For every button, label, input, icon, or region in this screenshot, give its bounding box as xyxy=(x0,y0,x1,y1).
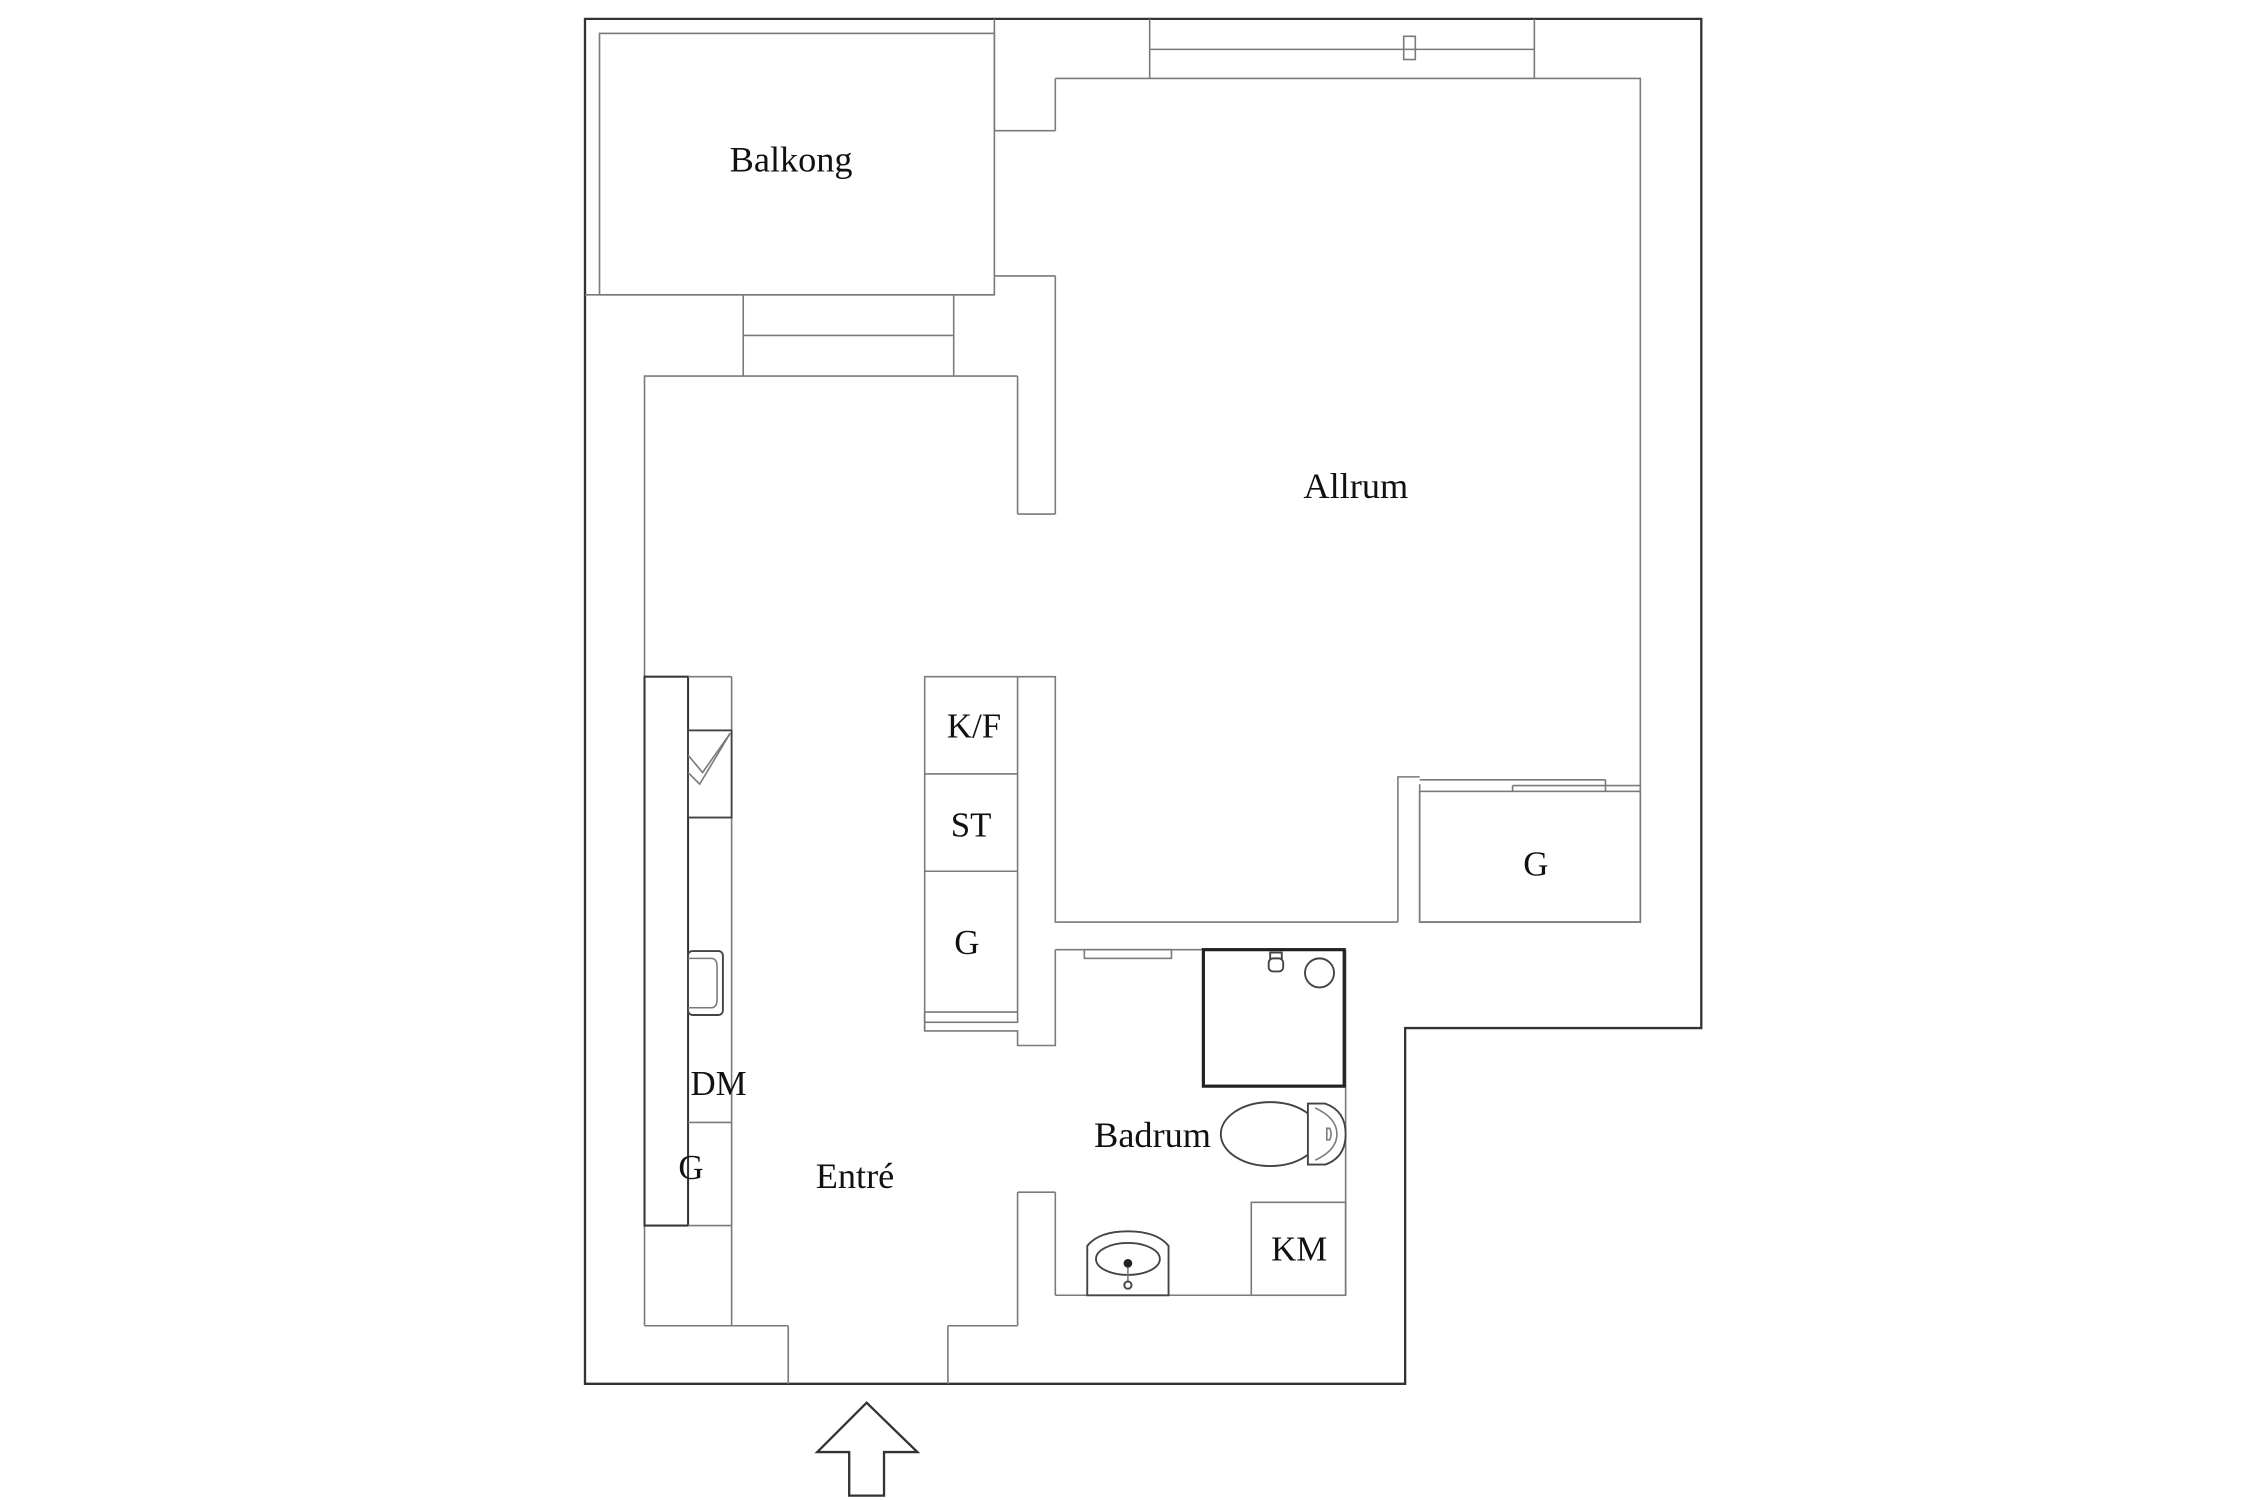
shower-drain-icon xyxy=(1304,957,1335,989)
shower-icon xyxy=(1201,948,1346,1088)
toilet-icon xyxy=(1219,1101,1321,1167)
fixture-label-g-kitchen: G xyxy=(678,1148,703,1187)
kitchen-counter xyxy=(643,675,690,1227)
entrance-arrow-icon xyxy=(814,1401,921,1497)
outer-wall xyxy=(583,17,1703,1385)
room-label-badrum: Badrum xyxy=(1094,1115,1211,1155)
fixture-label-st: ST xyxy=(951,805,992,844)
fixture-label-g-allrum: G xyxy=(1523,845,1548,884)
allrum-closet xyxy=(1418,790,1642,923)
sink-icon xyxy=(687,950,724,1016)
room-label-balkong: Balkong xyxy=(730,139,853,179)
window-handle xyxy=(1402,35,1417,61)
dishrack-icon xyxy=(687,729,733,819)
room-label-entre: Entré xyxy=(816,1156,895,1196)
washing-machine-box xyxy=(1250,1201,1347,1297)
cabinet-column xyxy=(923,675,1019,1024)
fixture-label-kf: K/F xyxy=(947,707,1001,746)
fixture-label-g-hall: G xyxy=(954,923,979,962)
bathroom-vent xyxy=(1083,948,1173,960)
room-label-allrum: Allrum xyxy=(1303,466,1408,506)
fixture-label-km: KM xyxy=(1271,1229,1327,1268)
fixture-label-dm: DM xyxy=(690,1064,746,1103)
